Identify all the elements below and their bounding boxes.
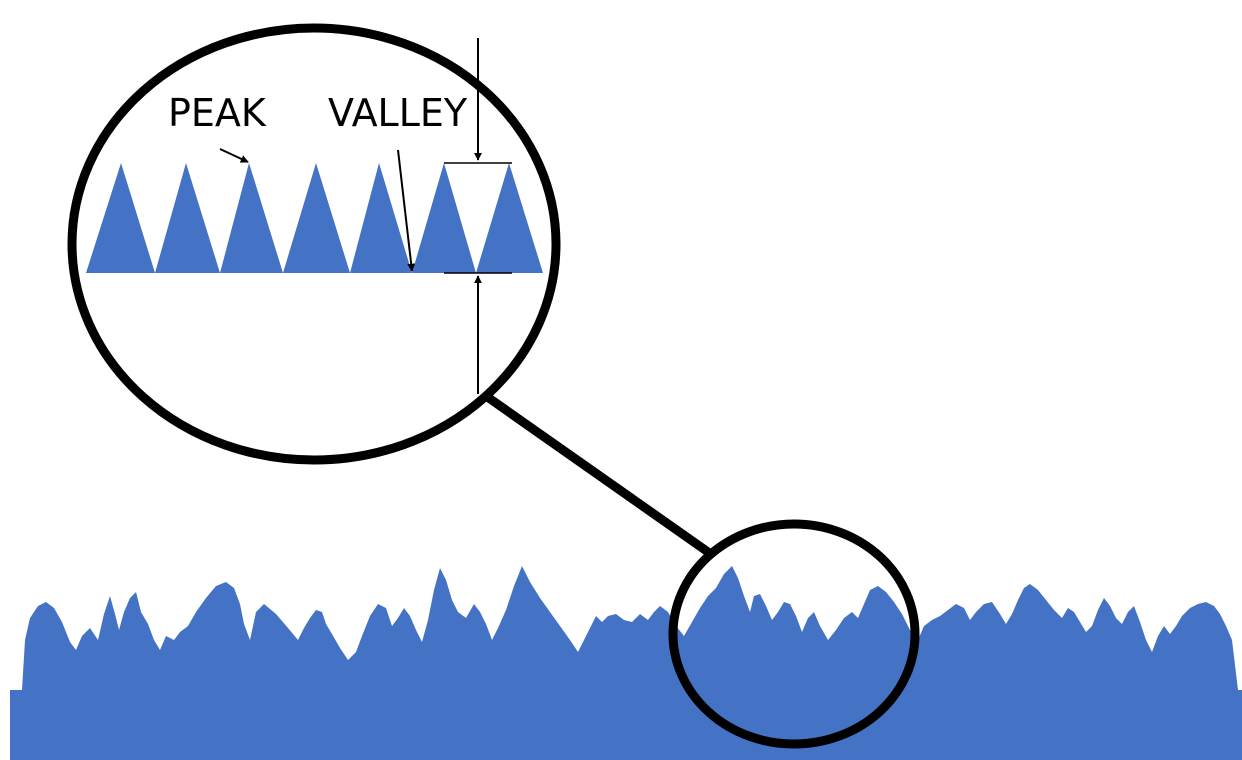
peak-label: PEAK bbox=[168, 91, 267, 135]
magnifier-circle-large bbox=[67, 23, 561, 465]
valley-label: VALLEY bbox=[328, 91, 468, 135]
valley-arrow bbox=[397, 149, 416, 272]
rough-surface-profile bbox=[10, 566, 1242, 760]
magnified-peak-teeth bbox=[86, 163, 543, 273]
focus-circle-small bbox=[668, 519, 920, 749]
peak-arrow bbox=[219, 148, 249, 163]
magnifier-connector bbox=[483, 392, 711, 556]
